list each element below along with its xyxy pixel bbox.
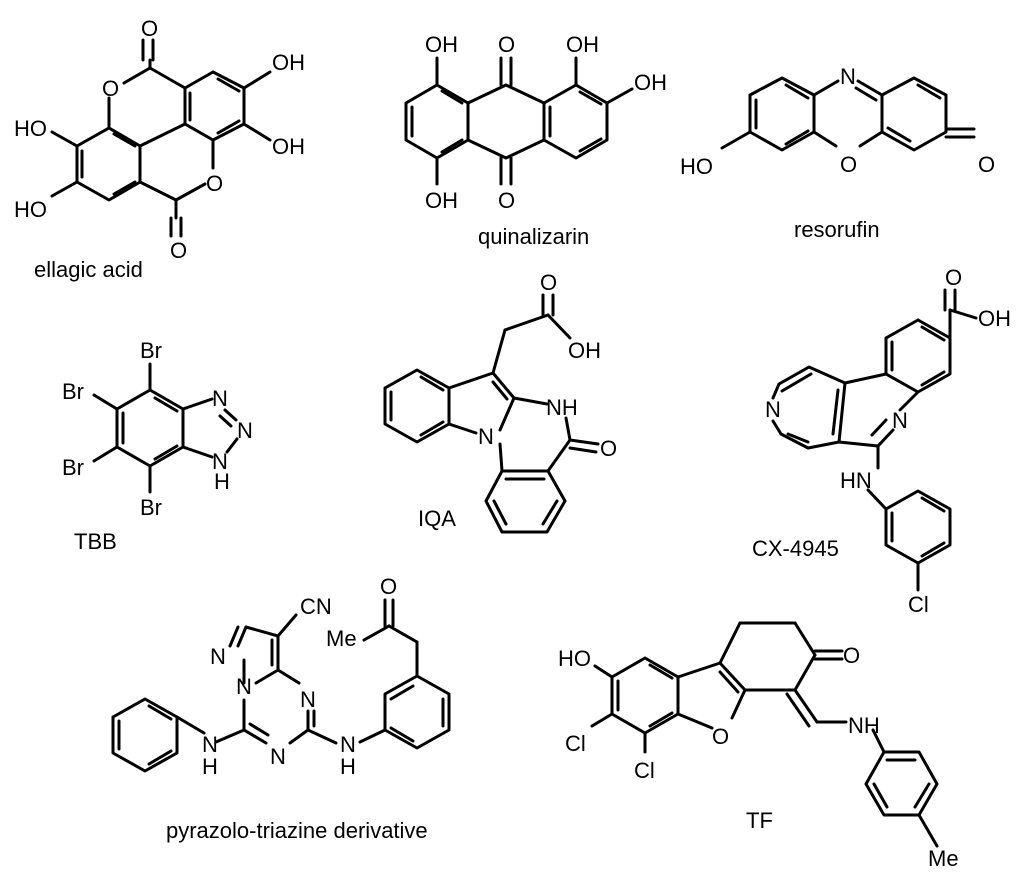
pt-h2: H [340,754,356,779]
tf-cl1: Cl [565,731,586,756]
cx4945-structure: O OH N N HN Cl CX-4945 [752,265,1011,617]
tbb-caption: TBB [74,529,117,554]
pt-me: Me [326,626,357,651]
cx-oh: OH [978,306,1011,331]
tbb-h: H [214,469,230,494]
resorufin-o-ring: O [840,152,857,177]
tf-o-keto: O [843,643,860,668]
tbb-br1: Br [140,338,162,363]
quin-oh-right: OH [634,70,667,95]
tf-ho: HO [558,646,591,671]
cx-o: O [945,265,962,290]
pyrazolo-triazine-caption: pyrazolo-triazine derivative [166,818,428,843]
resorufin-structure: N HO O O resorufin [680,64,995,242]
tf-structure: HO O Cl O NH Cl Me TF [558,621,959,871]
tbb-br3: Br [62,455,84,480]
quin-o-top: O [498,32,515,57]
pt-cn: CN [300,594,332,619]
pt-n3: N [300,687,316,712]
iqa-o: O [540,270,557,295]
ellagic-ho-1: HO [14,116,47,141]
quin-oh-top-right: OH [566,32,599,57]
iqa-n: N [478,424,494,449]
pt-n1: N [210,644,226,669]
cx4945-caption: CX-4945 [752,536,839,561]
iqa-oh: OH [568,338,601,363]
quinalizarin-structure: OH O OH OH OH O quinalizarin [404,32,667,249]
cx-n-pyr: N [765,397,781,422]
ellagic-o-bottom: O [170,238,187,263]
resorufin-n: N [840,64,856,89]
ellagic-acid-structure: O O O O OH OH HO HO ellagic acid [14,16,305,282]
quin-o-bottom: O [498,188,515,213]
cx-hn: HN [840,468,872,493]
ellagic-acid-caption: ellagic acid [34,257,143,282]
resorufin-ho: HO [680,154,713,179]
tf-caption: TF [746,808,773,833]
iqa-nh: NH [546,395,578,420]
pyrazolo-triazine-structure: CN O Me N N N N N H N H pyrazolo-triazin… [111,574,451,843]
tbb-n2: N [237,418,253,443]
cx-n: N [892,408,908,433]
cx-cl: Cl [908,592,929,617]
tf-nh: NH [848,713,880,738]
pt-n5: N [202,732,218,757]
pt-o: O [380,574,397,599]
tf-o-ring: O [712,724,729,749]
ellagic-o-ring-right: O [206,171,223,196]
tbb-structure: Br Br Br Br N N N H TBB [62,338,253,554]
quinalizarin-caption: quinalizarin [478,224,589,249]
tbb-br4: Br [140,495,162,520]
ellagic-oh-2: OH [272,134,305,159]
resorufin-caption: resorufin [794,217,880,242]
ellagic-oh-1: OH [272,50,305,75]
iqa-caption: IQA [418,506,456,531]
tbb-n1: N [212,386,228,411]
pt-n2: N [236,674,252,699]
quin-oh-top-left: OH [425,32,458,57]
resorufin-o-keto: O [978,152,995,177]
ellagic-ho-2: HO [14,197,47,222]
quin-oh-bottom-left: OH [425,188,458,213]
ellagic-o-top: O [141,16,158,41]
pt-h1: H [202,754,218,779]
ellagic-o-ring-left: O [102,76,119,101]
iqa-structure: O OH NH N O IQA [383,270,617,534]
pt-n4: N [270,744,286,769]
tf-cl2: Cl [634,758,655,783]
tbb-br2: Br [62,379,84,404]
iqa-o-keto: O [600,436,617,461]
pt-n6: N [340,732,356,757]
tf-me: Me [928,846,959,871]
tbb-n3: N [212,449,228,474]
